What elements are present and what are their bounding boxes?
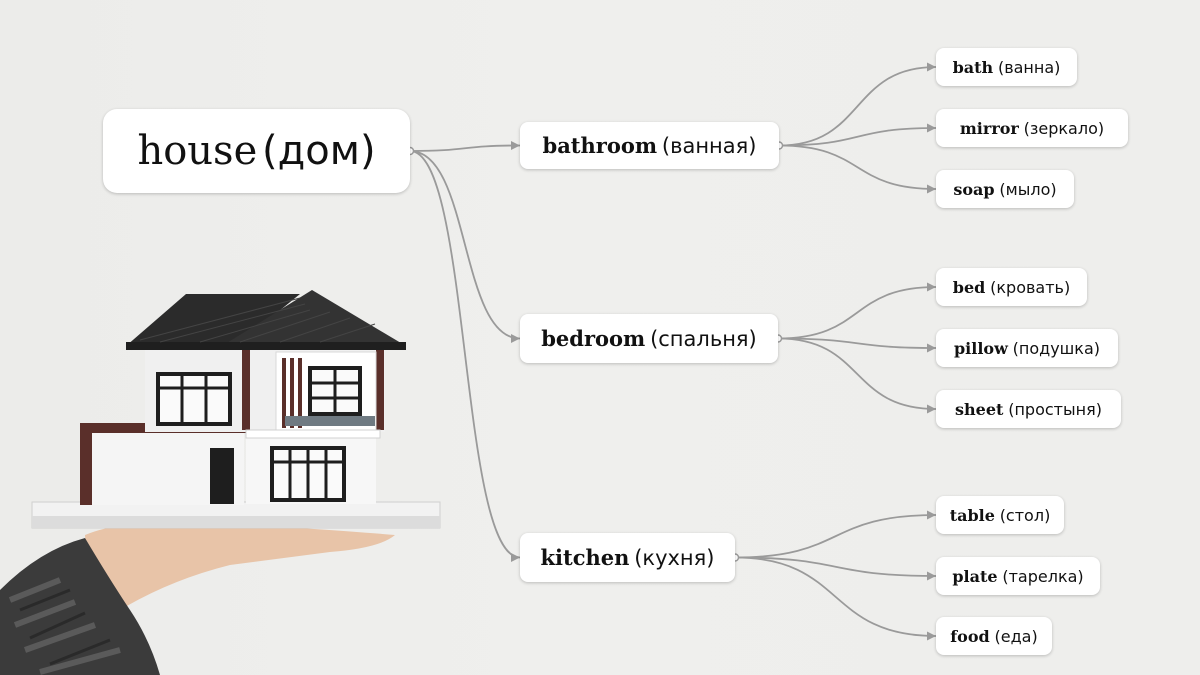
connector-bedroom-to-sheet <box>777 337 937 410</box>
word-node-food: food(еда) <box>936 617 1052 655</box>
word-node-soap: soap(мыло) <box>936 170 1074 208</box>
room-node-kitchen-english-word: kitchen <box>540 545 630 570</box>
root-node-house-english-word: house <box>137 128 258 174</box>
room-node-bedroom-english-word: bedroom <box>541 326 646 351</box>
connector-bedroom-to-bed-arrowhead <box>927 282 936 292</box>
connector-bedroom-to-sheet-arrowhead <box>927 404 936 414</box>
connector-bedroom-to-bed <box>777 286 937 340</box>
connector-bathroom-to-mirror <box>778 127 937 147</box>
word-node-sheet-english-word: sheet <box>955 399 1004 419</box>
word-node-bed-russian-word: (кровать) <box>990 277 1071 297</box>
connector-kitchen-to-table <box>734 514 937 559</box>
word-node-bath-russian-word: (ванна) <box>997 57 1061 77</box>
word-node-plate: plate(тарелка) <box>936 557 1100 595</box>
word-node-mirror: mirror(зеркало) <box>936 109 1128 147</box>
word-node-mirror-english-word: mirror <box>959 118 1019 138</box>
connector-house-to-kitchen <box>409 150 521 559</box>
connector-bedroom-to-pillow <box>777 337 937 349</box>
word-node-pillow-english-word: pillow <box>953 338 1008 358</box>
connector-bathroom-to-bath-arrowhead <box>927 62 936 72</box>
word-node-food-russian-word: (еда) <box>994 626 1038 646</box>
word-node-table: table(стол) <box>936 496 1064 534</box>
word-node-table-english-word: table <box>949 505 995 525</box>
root-node-house: house(дом) <box>103 109 410 193</box>
word-node-plate-english-word: plate <box>952 566 998 586</box>
connector-house-to-kitchen-arrowhead <box>511 553 520 562</box>
word-node-table-russian-word: (стол) <box>999 505 1051 525</box>
room-node-bathroom: bathroom(ванная) <box>520 122 779 169</box>
connector-bathroom-to-mirror-arrowhead <box>927 123 936 133</box>
connector-bathroom-to-soap-arrowhead <box>927 184 936 194</box>
connector-bedroom-to-pillow-arrowhead <box>927 343 936 353</box>
word-node-plate-russian-word: (тарелка) <box>1002 566 1084 586</box>
room-node-kitchen: kitchen(кухня) <box>520 533 735 582</box>
connector-house-to-bathroom <box>409 144 521 152</box>
connector-kitchen-to-plate <box>734 556 937 577</box>
word-node-soap-russian-word: (мыло) <box>999 179 1057 199</box>
word-node-soap-english-word: soap <box>953 179 995 199</box>
room-node-bedroom-russian-word: (спальня) <box>650 326 757 351</box>
room-node-bedroom: bedroom(спальня) <box>520 314 778 363</box>
word-node-mirror-russian-word: (зеркало) <box>1023 118 1105 138</box>
word-node-bed: bed(кровать) <box>936 268 1087 306</box>
word-node-sheet-russian-word: (простыня) <box>1008 399 1102 419</box>
word-node-bath: bath(ванна) <box>936 48 1077 86</box>
room-node-bathroom-russian-word: (ванная) <box>661 133 757 158</box>
connector-bathroom-to-soap <box>778 144 937 190</box>
house-model-on-hand-icon <box>0 290 441 675</box>
word-node-bath-english-word: bath <box>952 57 994 77</box>
connector-house-to-bedroom <box>409 150 521 340</box>
root-node-house-russian-word: (дом) <box>262 128 376 174</box>
connector-kitchen-to-table-arrowhead <box>927 510 936 520</box>
connector-house-to-bedroom-arrowhead <box>511 334 520 343</box>
word-node-bed-english-word: bed <box>952 277 986 297</box>
connector-house-to-bathroom-arrowhead <box>511 141 520 150</box>
connector-kitchen-to-food-arrowhead <box>927 631 936 641</box>
word-node-sheet: sheet(простыня) <box>936 390 1121 428</box>
room-node-bathroom-english-word: bathroom <box>542 133 658 158</box>
connector-kitchen-to-plate-arrowhead <box>927 571 936 581</box>
word-node-pillow-russian-word: (подушка) <box>1012 338 1101 358</box>
word-node-pillow: pillow(подушка) <box>936 329 1118 367</box>
word-node-food-english-word: food <box>950 626 990 646</box>
connector-kitchen-to-food <box>734 556 937 637</box>
room-node-kitchen-russian-word: (кухня) <box>634 545 715 570</box>
connector-bathroom-to-bath <box>778 66 937 147</box>
